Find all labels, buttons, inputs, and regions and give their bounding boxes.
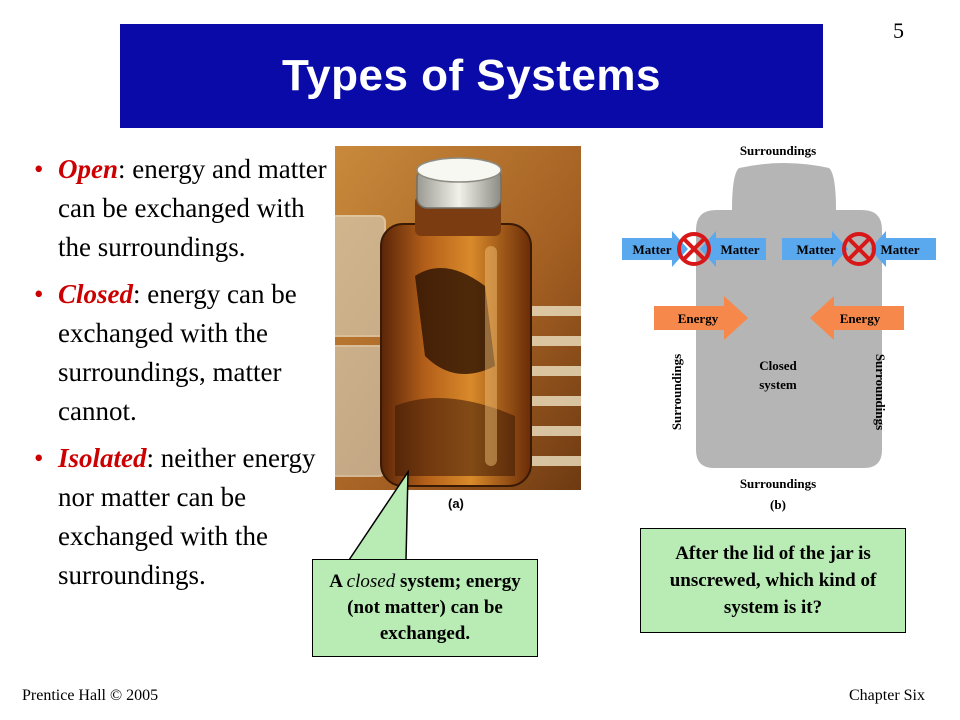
energy-label: Energy [840,311,881,326]
matter-label: Matter [797,242,836,257]
bullet-text: : energy can be exchanged with the surro… [58,279,297,426]
matter-label: Matter [633,242,672,257]
callout-closed-system: A closed system; energy (not matter) can… [312,559,538,657]
slide-title: Types of Systems [282,51,661,100]
closed-system-label: system [759,377,797,392]
blocked-icon [677,232,711,266]
bullet-list: • Open: energy and matter can be exchang… [28,150,328,603]
callout-question: After the lid of the jar is unscrewed, w… [640,528,906,633]
callout-text: A [329,571,347,592]
jar-photo [335,146,581,490]
bullet-dot: • [34,279,44,309]
bullet-dot: • [34,443,44,473]
bullet-term: Isolated [58,443,147,473]
bullet-term: Closed [58,279,134,309]
figure-label-b: (b) [770,497,786,512]
matter-arrows [622,231,936,267]
bullet-text: : neither energy nor matter can be excha… [58,443,316,590]
footer-copyright: Prentice Hall © 2005 [22,687,159,704]
bullet-dot: • [34,154,44,184]
surroundings-top-label: Surroundings [740,143,816,158]
bullet-term: Open [58,154,118,184]
energy-arrows [654,296,904,340]
surroundings-right-label: Surroundings [873,354,888,430]
matter-label: Matter [721,242,760,257]
closed-system-label: Closed [759,358,797,373]
bullet-isolated: • Isolated: neither energy nor matter ca… [28,439,328,595]
title-bar: Types of Systems [120,24,823,128]
surroundings-left-label: Surroundings [669,354,684,430]
footer-chapter: Chapter Six [849,687,925,704]
figure-label-a: (a) [448,496,464,511]
energy-label: Energy [678,311,719,326]
callout-emphasis: closed [346,571,396,592]
closed-system-diagram: Surroundings Surroundings Surroundings S… [622,143,936,512]
bullet-text: : energy and matter can be exchanged wit… [58,154,327,262]
matter-label: Matter [881,242,920,257]
surroundings-bottom-label: Surroundings [740,476,816,491]
slide-number: 5 [893,18,904,43]
bullet-closed: • Closed: energy can be exchanged with t… [28,275,328,431]
callout-text: system; energy (not matter) can be excha… [347,571,521,644]
bullet-open: • Open: energy and matter can be exchang… [28,150,328,267]
blocked-icon [842,232,876,266]
